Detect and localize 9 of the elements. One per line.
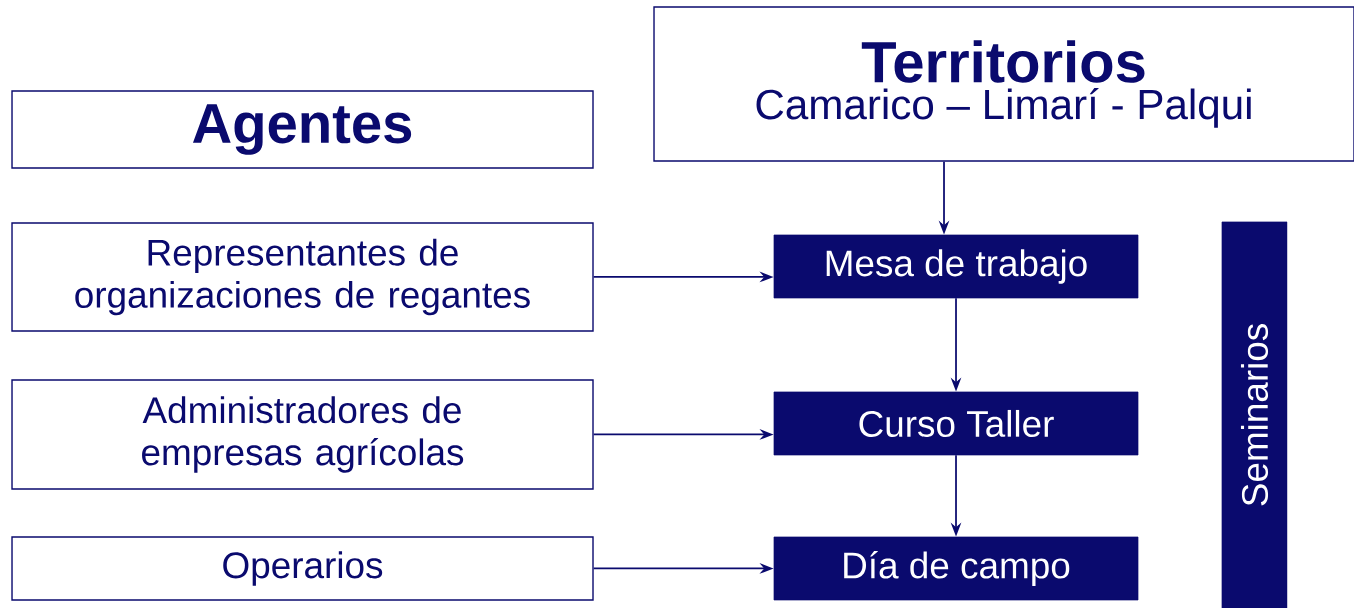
heading-box: Agentes (11, 90, 594, 169)
vertical-bar: Seminarios (1221, 221, 1288, 608)
agent-box: Representantes de organizaciones de regantes (11, 222, 594, 332)
agent-box: Operarios (11, 536, 594, 601)
activity-box: Curso Taller (773, 391, 1139, 456)
agent-box: Administradores de empresas agrícolas (11, 379, 594, 490)
activity-box: Día de campo (773, 536, 1139, 601)
activity-box: Mesa de trabajo (773, 234, 1139, 299)
heading-box: Territorios Camarico – Limarí - Palqui (653, 6, 1354, 162)
